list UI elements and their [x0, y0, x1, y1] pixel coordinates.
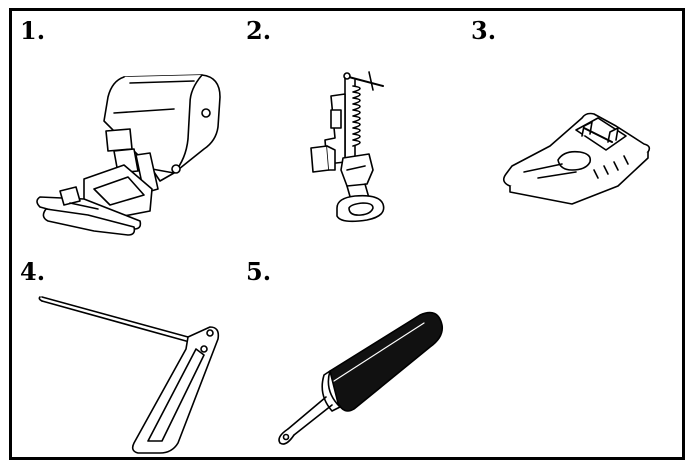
item-4-number: 4. [20, 257, 46, 286]
accessories-panel: 1. 2. [9, 8, 685, 460]
darning-foot-icon [297, 66, 407, 231]
screwdriver-icon [270, 307, 460, 447]
item-1-number: 1. [20, 16, 46, 45]
quarter-inch-foot-icon [498, 106, 658, 206]
walking-foot-icon [24, 69, 224, 239]
item-2-number: 2. [246, 16, 272, 45]
item-3-number: 3. [471, 16, 497, 45]
quilting-guide-icon [38, 293, 228, 458]
item-5-number: 5. [246, 257, 272, 286]
